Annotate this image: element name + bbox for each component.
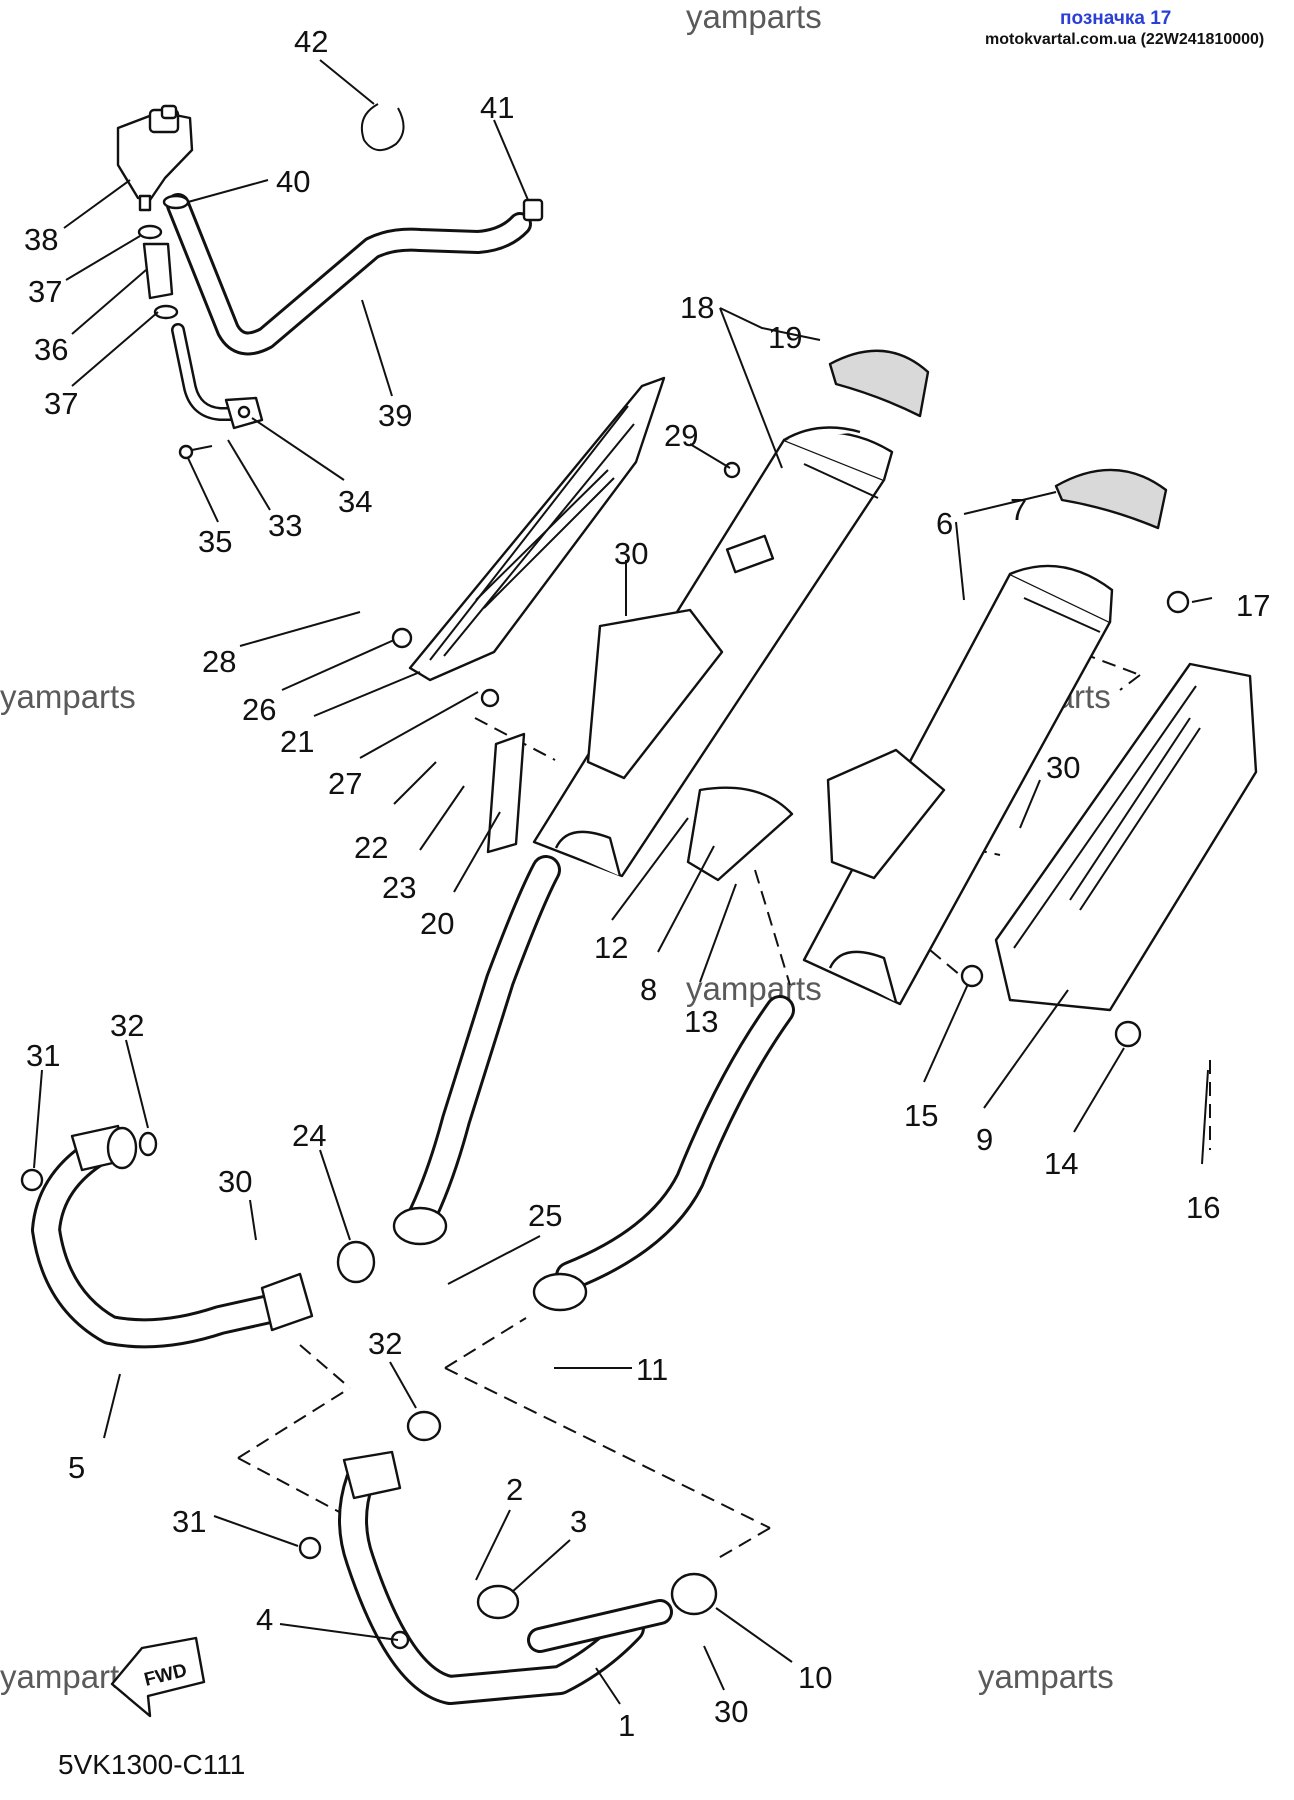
callout-24: 24 [292,1118,326,1153]
watermark: yamparts [0,678,136,715]
muffler-bracket [826,748,946,880]
exhaust-pipe-right-link [555,995,795,1291]
muffler-cap [828,349,930,418]
callout-29: 29 [664,418,698,453]
header-subtitle: motokvartal.com.ua (22W241810000) [985,31,1264,48]
leader-lines [33,59,1213,1705]
callout-20: 20 [420,906,454,941]
heat-protector-left [408,376,666,682]
callout-17: 17 [1236,588,1270,623]
callout-37: 37 [28,274,62,309]
callout-9: 9 [976,1122,993,1157]
watermark: yamparts [0,1658,136,1695]
callout-31: 31 [26,1038,60,1073]
callout-labels: 42 41 40 38 37 36 37 39 34 33 35 18 19 2… [24,24,1270,1743]
callout-7: 7 [1010,492,1027,527]
exhaust-pipe-left-link [405,855,561,1235]
callout-39: 39 [378,398,412,433]
callout-23: 23 [382,870,416,905]
watermark: yamparts [686,970,822,1007]
callout-26: 26 [242,692,276,727]
callout-33: 33 [268,508,302,543]
callout-12: 12 [594,930,628,965]
callout-30: 30 [714,1694,748,1729]
callout-22: 22 [354,830,388,865]
callout-28: 28 [202,644,236,679]
callout-5: 5 [68,1450,85,1485]
pipe-clamp [392,1206,448,1246]
callout-32: 32 [368,1326,402,1361]
muffler-bracket [586,608,724,780]
fwd-arrow: FWD [110,1636,206,1718]
callout-41: 41 [480,90,514,125]
callout-13: 13 [684,1004,718,1039]
callout-11: 11 [636,1352,668,1387]
callout-1: 1 [618,1708,635,1743]
callout-37: 37 [44,386,78,421]
muffler-bracket-plate [486,732,526,854]
callout-16: 16 [1186,1190,1220,1225]
callout-15: 15 [904,1098,938,1133]
exhaust-pipe-5 [31,1124,307,1349]
pipe-joint [260,1272,314,1332]
air-induction-system [116,103,544,460]
callout-30: 30 [218,1164,252,1199]
exhaust-pipe-1 [338,1450,673,1705]
callout-30: 30 [1046,750,1080,785]
callout-18: 18 [680,290,714,325]
callout-40: 40 [276,164,310,199]
pipe-clamp [532,1272,588,1312]
watermark: yamparts [978,1658,1114,1695]
callout-21: 21 [280,724,314,759]
callout-14: 14 [1044,1146,1078,1181]
watermark: yamparts [686,0,822,35]
callout-25: 25 [528,1198,562,1233]
muffler-right [802,564,1114,1006]
callout-34: 34 [338,484,372,519]
callout-35: 35 [198,524,232,559]
callout-27: 27 [328,766,362,801]
heat-protector-right [994,662,1258,1012]
callout-42: 42 [294,24,328,59]
callout-8: 8 [640,972,657,1007]
callout-4: 4 [256,1602,273,1637]
muffler-bracket-plate [686,786,794,882]
hardware [20,461,1190,1650]
muffler-cap [1054,468,1168,530]
muffler-stay [725,534,775,574]
callout-2: 2 [506,1472,523,1507]
callout-31: 31 [172,1504,206,1539]
callout-19: 19 [768,320,802,355]
callout-3: 3 [570,1504,587,1539]
callout-30: 30 [614,536,648,571]
callout-36: 36 [34,332,68,367]
callout-38: 38 [24,222,58,257]
callout-32: 32 [110,1008,144,1043]
header-title: позначка 17 [1060,8,1171,29]
callout-6: 6 [936,506,953,541]
diagram-code: 5VK1300-C111 [58,1749,245,1780]
callout-10: 10 [798,1660,832,1695]
